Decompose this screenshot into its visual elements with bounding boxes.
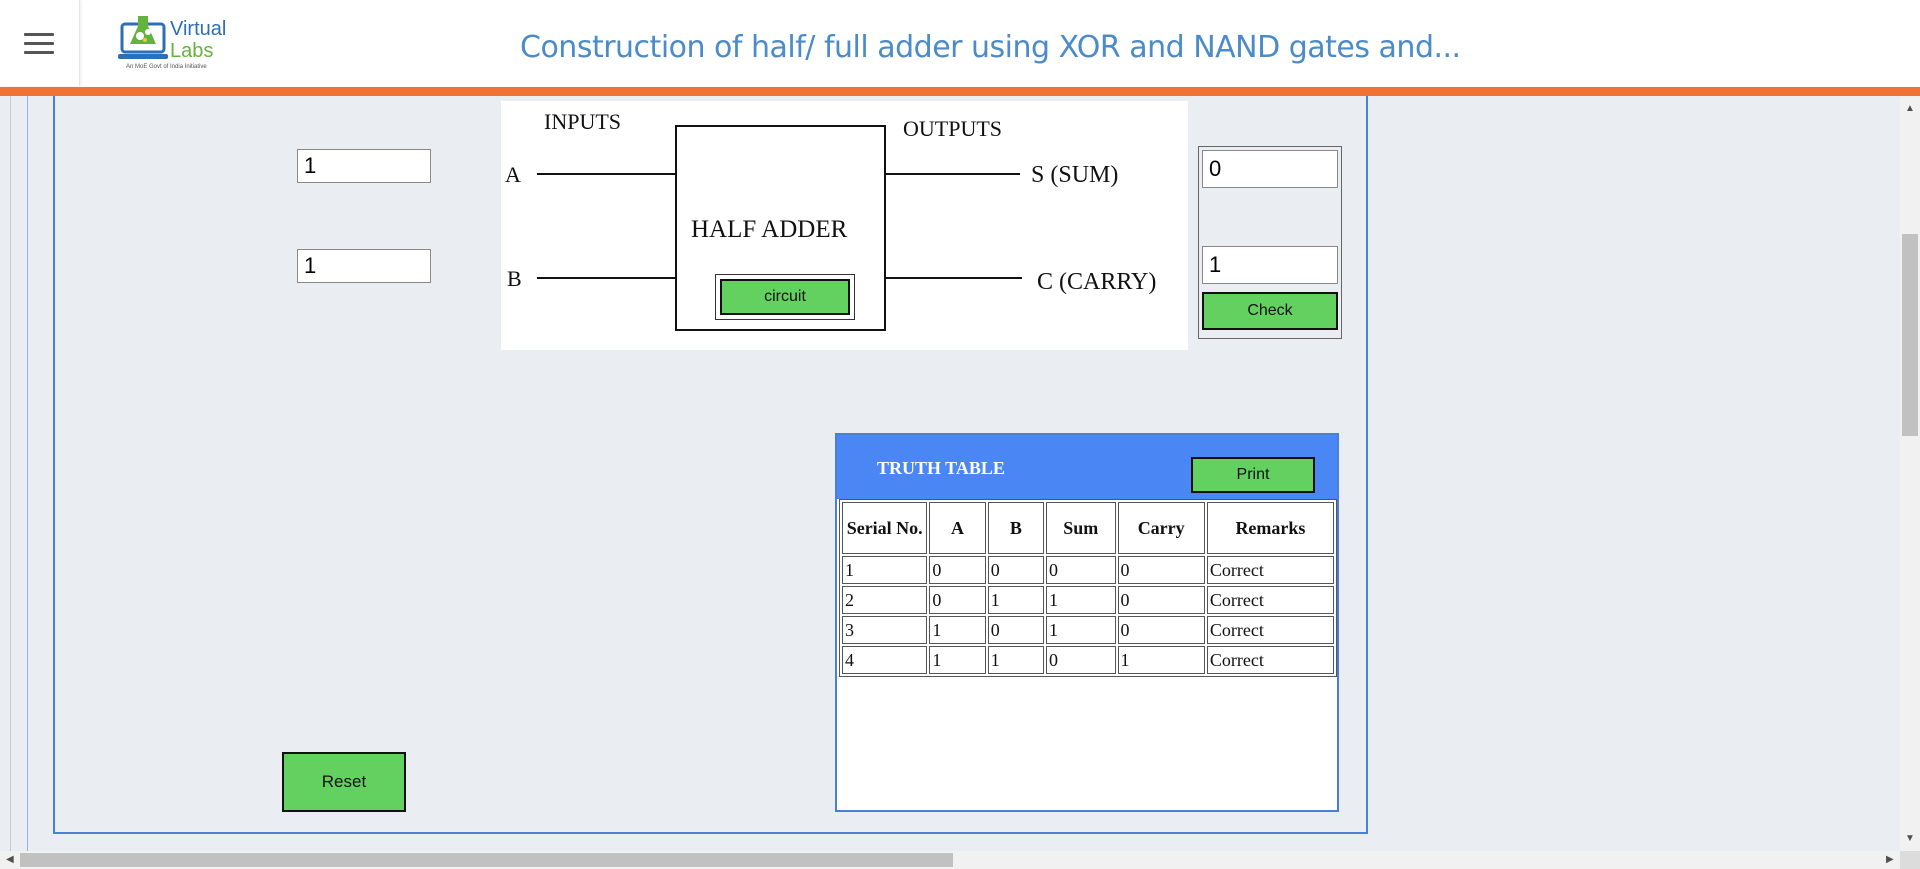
cell-a: 1 [929, 616, 986, 644]
input-b-wire [537, 277, 677, 279]
cell-remarks: Correct [1206, 616, 1334, 644]
scrollbar-corner [1900, 851, 1920, 869]
table-row: 3 1 0 1 0 Correct [842, 616, 1334, 644]
logo-text-virtual: Virtual [170, 18, 227, 40]
column-header-carry: Carry [1117, 502, 1205, 554]
logo-text-labs: Labs [170, 40, 214, 62]
scroll-up-arrow-icon[interactable]: ▲ [1905, 103, 1915, 114]
cell-serial: 2 [842, 586, 928, 614]
menu-icon-bar [24, 42, 54, 45]
input-a-field[interactable]: 1 [297, 149, 431, 183]
cell-b: 1 [987, 646, 1045, 674]
circuit-button[interactable]: circuit [720, 279, 850, 315]
scroll-right-arrow-icon[interactable]: ▶ [1886, 854, 1894, 865]
cell-a: 1 [929, 646, 986, 674]
column-header-serial: Serial No. [842, 502, 928, 554]
outputs-label: OUTPUTS [903, 116, 1003, 141]
cell-serial: 3 [842, 616, 928, 644]
half-adder-diagram: INPUTS OUTPUTS A B S (SUM) C (CARRY) HAL… [501, 101, 1188, 350]
reset-button[interactable]: Reset [282, 752, 406, 812]
simulation-panel: 1 1 INPUTS OUTPUTS A B S (SUM) C (CARRY)… [53, 96, 1368, 834]
cell-carry: 0 [1117, 616, 1205, 644]
print-button[interactable]: Print [1191, 457, 1315, 493]
output-panel: 0 1 Check [1198, 146, 1342, 339]
cell-sum: 0 [1046, 556, 1116, 584]
scroll-down-arrow-icon[interactable]: ▼ [1905, 833, 1915, 844]
inputs-label: INPUTS [544, 109, 622, 134]
table-row: 2 0 1 1 0 Correct [842, 586, 1334, 614]
table-row: 1 0 0 0 0 Correct [842, 556, 1334, 584]
sum-wire [884, 173, 1020, 175]
divider [27, 96, 28, 851]
table-header-row: Serial No. A B Sum Carry Remarks [842, 502, 1334, 554]
cell-remarks: Correct [1206, 586, 1334, 614]
sum-output-label: S (SUM) [1031, 162, 1119, 188]
half-adder-block: HALF ADDER circuit [675, 125, 886, 331]
cell-carry: 0 [1117, 556, 1205, 584]
cell-remarks: Correct [1206, 646, 1334, 674]
check-button[interactable]: Check [1202, 292, 1338, 330]
column-header-b: B [987, 502, 1045, 554]
input-b-field[interactable]: 1 [297, 249, 431, 283]
cell-a: 0 [929, 556, 986, 584]
cell-sum: 1 [1046, 586, 1116, 614]
scroll-left-arrow-icon[interactable]: ◀ [6, 854, 14, 865]
truth-table-header: TRUTH TABLE Print [837, 435, 1337, 499]
cell-remarks: Correct [1206, 556, 1334, 584]
carry-output-label: C (CARRY) [1037, 269, 1157, 295]
cell-carry: 1 [1117, 646, 1205, 674]
app-header: Virtual Labs An MoE Govt of India Initia… [0, 0, 1920, 87]
truth-table-panel: TRUTH TABLE Print Serial No. A B Sum Car… [835, 433, 1339, 812]
input-a-wire [537, 173, 677, 175]
carry-output-field[interactable]: 1 [1202, 246, 1338, 284]
cell-b: 1 [987, 586, 1045, 614]
main-content: 1 1 INPUTS OUTPUTS A B S (SUM) C (CARRY)… [0, 96, 1900, 851]
hamburger-menu-button[interactable] [0, 0, 80, 86]
truth-table: Serial No. A B Sum Carry Remarks 1 0 0 0 [839, 499, 1337, 677]
column-header-remarks: Remarks [1206, 502, 1334, 554]
column-header-a: A [929, 502, 986, 554]
sum-output-field[interactable]: 0 [1202, 150, 1338, 188]
cell-sum: 1 [1046, 616, 1116, 644]
column-header-sum: Sum [1046, 502, 1116, 554]
cell-b: 0 [987, 616, 1045, 644]
cell-b: 0 [987, 556, 1045, 584]
table-row: 4 1 1 0 1 Correct [842, 646, 1334, 674]
menu-icon-bar [24, 51, 54, 54]
logo-tagline: An MoE Govt of India Initiative [126, 64, 207, 70]
carry-wire [884, 277, 1022, 279]
input-b-label: B [507, 266, 522, 291]
cell-carry: 0 [1117, 586, 1205, 614]
horizontal-scroll-thumb[interactable] [20, 853, 953, 867]
cell-serial: 4 [842, 646, 928, 674]
header-accent-bar [0, 87, 1920, 96]
flask-logo-icon [118, 16, 168, 59]
cell-serial: 1 [842, 556, 928, 584]
cell-a: 0 [929, 586, 986, 614]
cell-sum: 0 [1046, 646, 1116, 674]
menu-icon [24, 33, 54, 36]
truth-table-title: TRUTH TABLE [877, 458, 1005, 478]
divider [10, 96, 11, 851]
circuit-button-frame: circuit [715, 274, 855, 320]
virtual-labs-logo[interactable]: Virtual Labs An MoE Govt of India Initia… [118, 12, 230, 74]
vertical-scrollbar[interactable] [1900, 96, 1920, 851]
half-adder-label: HALF ADDER [691, 216, 848, 243]
vertical-scroll-thumb[interactable] [1902, 234, 1918, 436]
page-title: Construction of half/ full adder using X… [520, 30, 1461, 65]
input-a-label: A [505, 162, 521, 187]
